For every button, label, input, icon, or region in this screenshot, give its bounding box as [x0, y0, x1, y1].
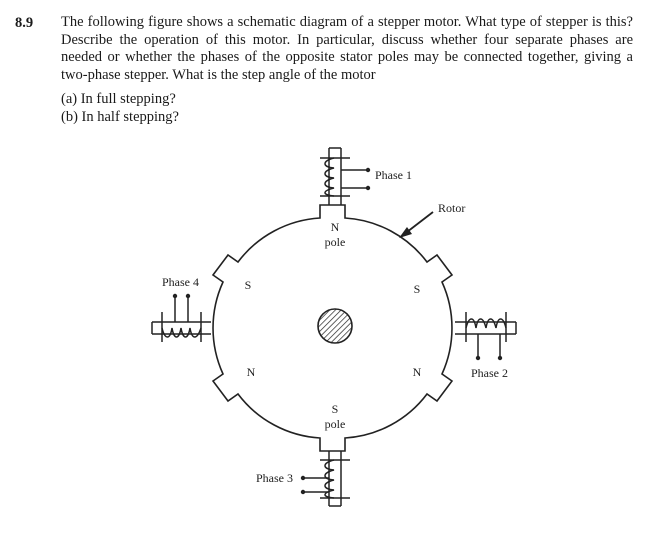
phase3-label: Phase 3 — [256, 471, 293, 485]
phase2-coil — [455, 312, 517, 358]
upper-left-pole-letter: S — [245, 278, 252, 292]
phase1-label: Phase 1 — [375, 168, 412, 182]
bottom-pole-word: pole — [325, 417, 346, 431]
rotor-label: Rotor — [438, 201, 465, 215]
lower-left-pole-letter: N — [247, 365, 256, 379]
rotor-shaft — [317, 308, 353, 344]
bottom-pole-letter: S — [332, 402, 339, 416]
top-pole-word: pole — [325, 235, 346, 249]
problem-text: The following figure shows a schematic d… — [61, 14, 633, 83]
rotor-arrow — [399, 211, 434, 238]
subquestion-b: (b) In half stepping? — [61, 109, 179, 125]
upper-right-pole-letter: S — [414, 282, 421, 296]
lower-right-pole-letter: N — [413, 365, 422, 379]
stator-outline — [211, 204, 454, 452]
phase2-label: Phase 2 — [471, 366, 508, 380]
subquestion-a: (a) In full stepping? — [61, 91, 176, 107]
phase4-coil — [151, 296, 211, 342]
phase4-label: Phase 4 — [162, 275, 199, 289]
top-pole-letter: N — [331, 220, 340, 234]
phase1-coil — [320, 147, 368, 205]
problem-number: 8.9 — [15, 15, 34, 31]
phase3-coil — [303, 451, 350, 507]
